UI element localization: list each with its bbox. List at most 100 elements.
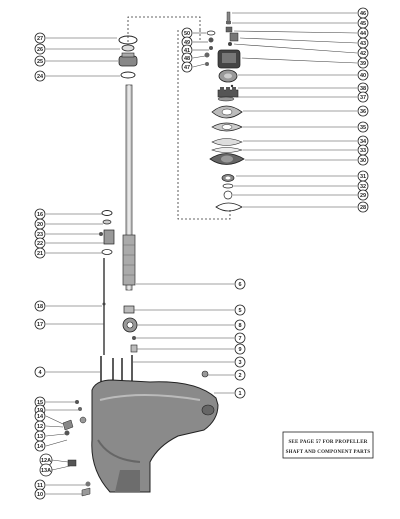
callout-circle-30 — [357, 154, 369, 166]
callout-label-22: 22 — [37, 241, 43, 247]
callout-label-26: 26 — [37, 47, 43, 53]
callout-label-9: 9 — [238, 347, 241, 353]
callout-label-46: 46 — [360, 11, 366, 17]
callout-leader-43 — [239, 37, 358, 44]
reference-note: SEE PAGE 57 FOR PROPELLER SHAFT AND COMP… — [282, 431, 374, 459]
callout-leader-47 — [192, 63, 206, 68]
callout-label-24: 24 — [37, 74, 44, 80]
note-line-2: SHAFT AND COMPONENT PARTS — [286, 450, 371, 455]
callout-label-30: 30 — [360, 158, 366, 164]
callout-group: 2726252446454443423940383736353433303132… — [34, 7, 369, 500]
drive-shaft — [122, 84, 136, 291]
callout-label-27: 27 — [37, 36, 43, 42]
callout-label-15: 15 — [37, 400, 43, 406]
callout-label-18: 18 — [37, 304, 43, 310]
callout-label-28: 28 — [360, 205, 366, 211]
callout-circle-8 — [234, 319, 246, 331]
callout-label-7: 7 — [238, 336, 241, 342]
callout-circle-36 — [357, 105, 369, 117]
callout-label-8: 8 — [238, 323, 241, 329]
callout-label-14: 14 — [37, 414, 44, 420]
gear-housing — [91, 379, 219, 493]
callout-leader-13 — [45, 433, 66, 437]
callout-leader-13A — [51, 465, 71, 471]
callout-circle-9 — [234, 343, 246, 355]
callout-circle-37 — [357, 91, 369, 103]
callout-label-49: 49 — [184, 40, 190, 46]
callout-label-13: 13 — [37, 434, 43, 440]
callout-label-12A: 12A — [41, 458, 51, 464]
shift-rod — [102, 258, 106, 355]
callout-label-20: 20 — [37, 222, 43, 228]
callout-leader-12A — [51, 459, 69, 463]
callout-label-45: 45 — [360, 21, 366, 27]
callout-label-29: 29 — [360, 193, 366, 199]
callout-circle-39 — [357, 57, 369, 69]
dashed-bracket — [127, 16, 231, 220]
parts-mid-left — [99, 210, 115, 255]
callout-label-4: 4 — [38, 370, 42, 376]
callout-circle-21 — [34, 247, 46, 259]
callout-label-2: 2 — [238, 373, 241, 379]
callout-circle-4 — [34, 366, 46, 378]
callout-circle-1 — [234, 387, 246, 399]
callout-circle-35 — [357, 121, 369, 133]
parts-upper-left — [118, 35, 138, 79]
callout-label-35: 35 — [360, 125, 366, 131]
callout-circle-7 — [234, 332, 246, 344]
callout-label-17: 17 — [37, 322, 43, 328]
callout-leader-39 — [241, 57, 358, 64]
callout-circle-28 — [357, 201, 369, 213]
callout-label-32: 32 — [360, 184, 366, 190]
callout-circle-18 — [34, 300, 46, 312]
callout-circle-2 — [234, 369, 246, 381]
callout-circle-10 — [34, 488, 46, 500]
note-line-1: SEE PAGE 57 FOR PROPELLER — [288, 440, 367, 445]
callout-label-1: 1 — [238, 391, 241, 397]
callout-label-44: 44 — [360, 31, 367, 37]
callout-circle-25 — [34, 55, 46, 67]
callout-circle-24 — [34, 70, 46, 82]
callout-circle-14 — [34, 440, 46, 452]
callout-label-11: 11 — [37, 483, 43, 489]
callout-label-40: 40 — [360, 73, 366, 79]
parts-center — [122, 305, 138, 353]
callout-label-14: 14 — [37, 444, 44, 450]
callout-label-21: 21 — [37, 251, 43, 257]
callout-label-50: 50 — [184, 31, 190, 37]
callout-circle-13A — [39, 463, 53, 477]
callout-circle-3 — [234, 356, 246, 368]
callout-label-3: 3 — [238, 360, 241, 366]
callout-label-39: 39 — [360, 61, 366, 67]
callout-circle-40 — [357, 69, 369, 81]
callout-label-47: 47 — [184, 65, 190, 71]
callout-circle-26 — [34, 43, 46, 55]
callout-leader-14 — [45, 439, 68, 447]
callout-label-31: 31 — [360, 174, 366, 180]
callout-label-37: 37 — [360, 95, 366, 101]
callout-label-34: 34 — [360, 139, 367, 145]
callout-label-13A: 13A — [41, 468, 51, 474]
callout-circle-5 — [234, 304, 246, 316]
callout-label-10: 10 — [37, 492, 43, 498]
callout-label-38: 38 — [360, 86, 366, 92]
callout-label-6: 6 — [238, 282, 241, 288]
callout-label-16: 16 — [37, 212, 43, 218]
callout-circle-17 — [34, 318, 46, 330]
callout-leader-14 — [45, 415, 64, 425]
parts-lower-left — [62, 400, 91, 497]
callout-leader-42 — [233, 43, 358, 54]
callout-label-33: 33 — [360, 148, 366, 154]
callout-label-42: 42 — [360, 51, 366, 57]
callout-circle-6 — [234, 278, 246, 290]
callout-leader-44 — [233, 30, 358, 34]
callout-label-41: 41 — [184, 48, 190, 54]
callout-label-48: 48 — [184, 56, 190, 62]
callout-leader-48 — [192, 55, 206, 59]
callout-label-36: 36 — [360, 109, 366, 115]
callout-circle-47 — [181, 61, 193, 73]
callout-label-23: 23 — [37, 232, 43, 238]
callout-label-12: 12 — [37, 424, 43, 430]
callout-label-25: 25 — [37, 59, 43, 65]
